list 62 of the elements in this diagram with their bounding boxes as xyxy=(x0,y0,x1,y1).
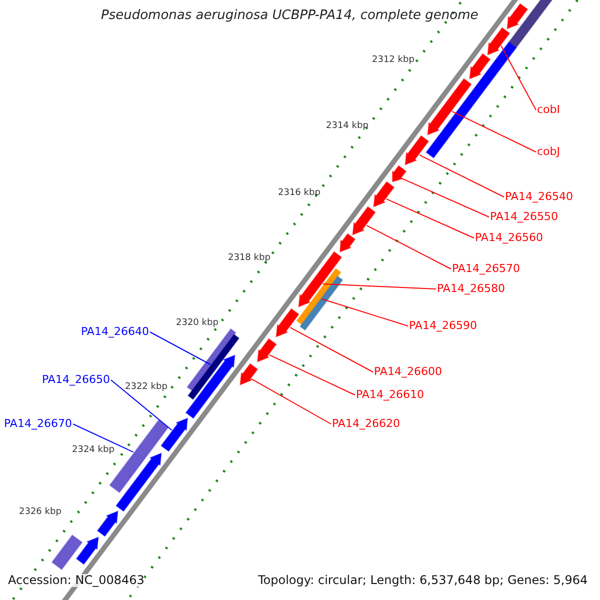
gene-block xyxy=(506,3,528,30)
leader-line xyxy=(322,298,408,326)
gene-bar xyxy=(508,0,554,48)
gene-label: PA14_26580 xyxy=(437,283,505,296)
leader-line xyxy=(250,378,332,424)
gene-block xyxy=(352,206,376,236)
scale-label: 2314 kbp xyxy=(326,122,368,132)
gene-block xyxy=(469,53,491,80)
gene-label: PA14_26560 xyxy=(475,232,543,244)
gene-bar xyxy=(300,276,344,331)
gene-label: PA14_26650 xyxy=(42,374,110,386)
gene-label: PA14_26670 xyxy=(4,418,72,430)
gene-label: PA14_26590 xyxy=(409,320,477,332)
gene-label: PA14_26550 xyxy=(490,211,558,224)
gene-label: PA14_26620 xyxy=(332,418,400,430)
gene-block xyxy=(257,338,277,362)
gene-block xyxy=(340,233,356,252)
gene-block xyxy=(427,78,472,136)
scale-label: 2316 kbp xyxy=(278,189,320,199)
gene-bar xyxy=(188,334,240,400)
gene-label: PA14_26610 xyxy=(356,389,424,402)
gene-block xyxy=(76,536,99,565)
gene-label: cobJ xyxy=(537,146,560,158)
leader-line xyxy=(322,283,436,290)
leader-line xyxy=(418,154,504,198)
leader-line xyxy=(72,424,134,453)
gene-block xyxy=(160,418,188,452)
leader-line xyxy=(452,110,536,152)
leader-line xyxy=(290,326,374,372)
scale-label: 2324 kbp xyxy=(72,446,114,456)
info-text: Topology: circular; Length: 6,537,648 bp; Genes: 5,964 xyxy=(258,574,588,588)
leader-line xyxy=(150,332,211,365)
gene-label: PA14_26640 xyxy=(81,326,149,338)
scale-label: 2312 kbp xyxy=(372,56,414,66)
leader-line xyxy=(110,380,172,431)
gene-block xyxy=(116,452,162,512)
gene-block xyxy=(185,354,236,419)
scale-label: 2320 kbp xyxy=(176,319,218,329)
gene-label: cobI xyxy=(537,104,560,116)
gene-block xyxy=(276,308,300,338)
leader-line xyxy=(386,198,474,238)
gene-bar xyxy=(51,534,83,570)
leader-line xyxy=(500,45,536,110)
leader-line xyxy=(366,224,452,270)
scale-label: 2318 kbp xyxy=(228,254,270,264)
gene-block xyxy=(373,181,395,208)
scale-label: 2326 kbp xyxy=(19,508,62,518)
leader-line xyxy=(268,354,356,396)
gene-block xyxy=(404,135,430,166)
gene-block xyxy=(96,510,118,537)
leader-line xyxy=(401,178,490,218)
gene-block xyxy=(298,251,342,308)
gene-label: PA14_26600 xyxy=(374,366,442,378)
gene-label: PA14_26570 xyxy=(452,263,520,276)
gene-bar xyxy=(426,42,517,158)
gene-label: PA14_26540 xyxy=(505,191,573,204)
gene-block xyxy=(392,165,407,182)
scale-label: 2322 kbp xyxy=(125,383,168,393)
gene-block xyxy=(240,363,258,386)
info-text: Accession: NC_008463 xyxy=(8,574,144,588)
map-title: Pseudomonas aeruginosa UCBPP-PA14, complete genome xyxy=(101,9,478,24)
gene-block xyxy=(487,27,510,56)
